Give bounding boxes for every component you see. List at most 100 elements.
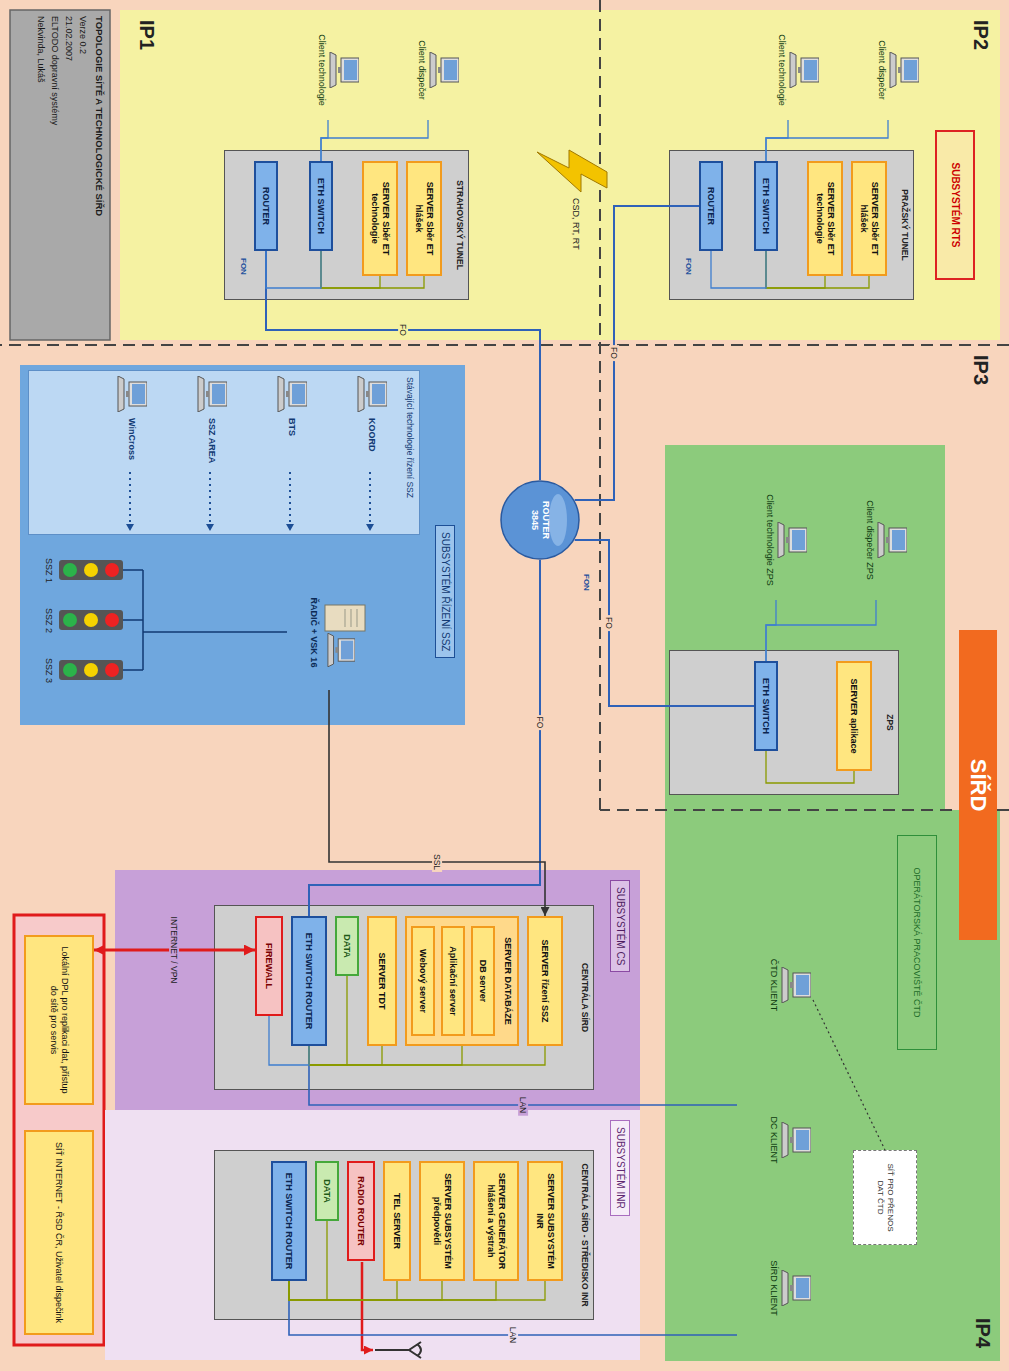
network-link — [321, 251, 380, 288]
workstation-icon — [781, 1122, 811, 1158]
label-anchor: Verze 0.2 — [77, 16, 88, 54]
node-text: SÍŤ PRO PŘENOS DAT ČTD — [875, 1155, 894, 1240]
edge-label: FO — [609, 345, 619, 361]
server-box: SERVER Sběr ET technologie — [362, 161, 398, 276]
subsystem-panel: SUBSYSTÉM INRCENTRÁLA SÍRD - STŘEDISKO I… — [105, 1110, 640, 1360]
equipment-rack: ZPSSERVER aplikaceETH SWITCH — [669, 650, 899, 795]
node-text: ŘADIČ + VSK 16 — [308, 575, 319, 690]
label-anchor: KOORD — [366, 418, 377, 452]
dotted-link — [813, 1000, 885, 1150]
traffic-light — [105, 663, 119, 677]
node-text: SERVER Sběr ET hlášek — [413, 167, 435, 270]
subsystem-panel: SUBSYSTÉM CSCENTRÁLA SÍRDSERVER řízení S… — [115, 870, 640, 1110]
info-box: SÍŤ INTERNET - ŘSD ČR, Uživatel dispečin… — [24, 1130, 94, 1335]
network-link — [766, 251, 869, 288]
workstation-icon — [198, 376, 227, 412]
label-anchor: SSL — [432, 852, 442, 872]
network-link — [329, 690, 545, 916]
label-anchor: SSZ AREA — [206, 418, 217, 463]
network-link — [289, 1221, 327, 1300]
node-text: ČTD KLIENT — [768, 930, 779, 1040]
node-text: SERVER Sběr ET technologie — [369, 167, 391, 270]
workstation-icon — [781, 967, 811, 1003]
node-text: PRAŽSKÝ TUNEL — [900, 151, 910, 299]
node-text: Webový server — [418, 949, 429, 1013]
network-link — [321, 120, 328, 161]
label-anchor: BTS — [286, 418, 297, 436]
traffic-light — [63, 563, 77, 577]
title-block-text: TOPOLOGIE SÍTĚ A TECHNOLOGICKÉ SÍŘD — [94, 16, 105, 216]
server-box: SERVER SUBSYSTÉM INR — [527, 1161, 563, 1281]
server-box: Webový server — [411, 926, 435, 1036]
node-text: Client dispečer ZPS — [864, 480, 875, 600]
client-workstation: Client technologie ZPS — [743, 480, 809, 600]
workstation-icon — [118, 376, 147, 412]
network-link — [766, 751, 854, 783]
wireless-link-symbol — [537, 150, 607, 192]
system-banner: SÍŘD — [959, 630, 997, 940]
node-text: SERVER DATABÁZE — [502, 918, 513, 1044]
dotted-link — [130, 472, 370, 524]
label-anchor: INTERNET / VPN — [169, 915, 179, 986]
node-text: FIREWALL — [264, 943, 275, 989]
router-shape — [501, 481, 579, 559]
edge-label: FO — [604, 615, 614, 631]
label-anchor: Nekvinda, Lukáš — [35, 16, 46, 83]
external-zone — [14, 915, 104, 1345]
edge-label: SSL — [432, 852, 442, 872]
equipment-rack: CENTRÁLA SÍRDSERVER řízení SSZSERVER DAT… — [214, 905, 594, 1090]
node-text: ROUTER — [706, 187, 717, 225]
site-zone — [120, 10, 1000, 340]
network-link — [309, 1046, 545, 1065]
switch-box: ROUTER — [699, 161, 723, 251]
label-anchor: FO — [535, 715, 545, 731]
note-box: SÍŤ PRO PŘENOS DAT ČTD — [853, 1150, 917, 1245]
edge-label: FO — [398, 322, 408, 338]
switch-box: ROUTER — [254, 161, 278, 251]
workstation-icon — [781, 1270, 811, 1306]
node-text: Client technologie — [776, 20, 787, 120]
server-box: DB server — [471, 926, 495, 1036]
annotation: CSD, RT, RT — [570, 198, 581, 250]
equipment-rack: STRAHOVSKÝ TUNELSERVER Sběr ET hlášekSER… — [224, 150, 469, 300]
label-anchor: IP1 — [135, 20, 159, 50]
label-anchor: IP2 — [969, 20, 993, 50]
label-anchor: FON — [683, 258, 693, 275]
workstation-icon — [782, 967, 811, 1003]
label-anchor: IP4 — [971, 1318, 995, 1348]
node-text: ETH SWITCH — [761, 178, 772, 234]
label-anchor: FO — [398, 322, 408, 338]
node-text: Client technologie — [316, 20, 327, 120]
workstation-icon — [890, 52, 919, 88]
node-text: DC KLIENT — [768, 1085, 779, 1195]
traffic-light — [59, 610, 123, 630]
node-text: DATA — [322, 1179, 333, 1203]
traffic-light — [84, 613, 98, 627]
network-link — [766, 120, 788, 161]
network-link — [269, 1016, 309, 1065]
node-text: SUBSYSTÉM ŘÍZENÍ SSZ — [435, 525, 455, 658]
label-anchor: LAN — [518, 1095, 528, 1116]
info-box: Lokální DPL pro replikaci dat, přístup d… — [24, 935, 94, 1105]
server-box: SERVER řízení SSZ — [527, 916, 563, 1046]
node-text: ROUTER 3845 — [529, 490, 551, 550]
annotation: WinCross — [126, 418, 137, 460]
dotted-link-head — [126, 524, 374, 531]
node-text: OPERÁTORSKÁ PRACOVIŠTĚ ČTD — [912, 868, 923, 1018]
title-block-text: ELTODO dopravní systémy — [49, 16, 60, 125]
node-text: SERVER řízení SSZ — [540, 940, 551, 1023]
label-anchor: ELTODO dopravní systémy — [49, 16, 60, 125]
client-workstation: Client dispečer — [395, 20, 461, 120]
node-text: DATA — [342, 934, 353, 958]
equipment-rack: PRAŽSKÝ TUNELSERVER Sběr ET hlášekSERVER… — [669, 150, 914, 300]
network-link — [289, 1281, 442, 1300]
zone-boundary — [0, 0, 1009, 810]
switch-box: ETH SWITCH — [754, 661, 778, 751]
network-link — [309, 976, 347, 1065]
workplace-box: OPERÁTORSKÁ PRACOVIŠTĚ ČTD — [897, 835, 937, 1050]
node-text: SERVER Sběr ET hlášek — [858, 167, 880, 270]
label-anchor: LAN — [508, 1325, 518, 1346]
router-circle: ROUTER 3845 — [500, 480, 580, 560]
workstation-icon — [358, 376, 387, 412]
